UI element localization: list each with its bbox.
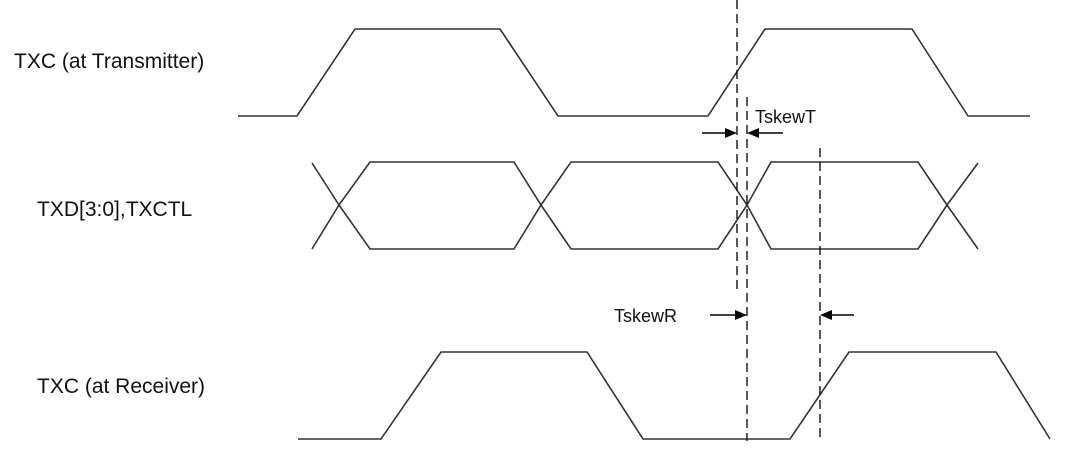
label-tskewt: TskewT — [755, 107, 816, 127]
waveform-txd-lower — [311, 162, 979, 250]
arrow-tskewr-left-head — [735, 310, 747, 320]
waveform-txc-transmitter — [238, 28, 1030, 117]
label-txc-receiver: TXC (at Receiver) — [37, 375, 205, 398]
label-tskewr: TskewR — [614, 306, 677, 326]
waveform-txc-receiver — [298, 351, 1051, 440]
arrow-tskewr-right-head — [820, 310, 832, 320]
waveform-txd-upper — [311, 161, 979, 250]
label-txd-txctl: TXD[3:0],TXCTL — [37, 198, 192, 221]
label-txc-transmitter: TXC (at Transmitter) — [14, 50, 204, 73]
arrow-tskewt-left-head — [725, 128, 737, 138]
arrow-tskewt-right-head — [747, 128, 759, 138]
